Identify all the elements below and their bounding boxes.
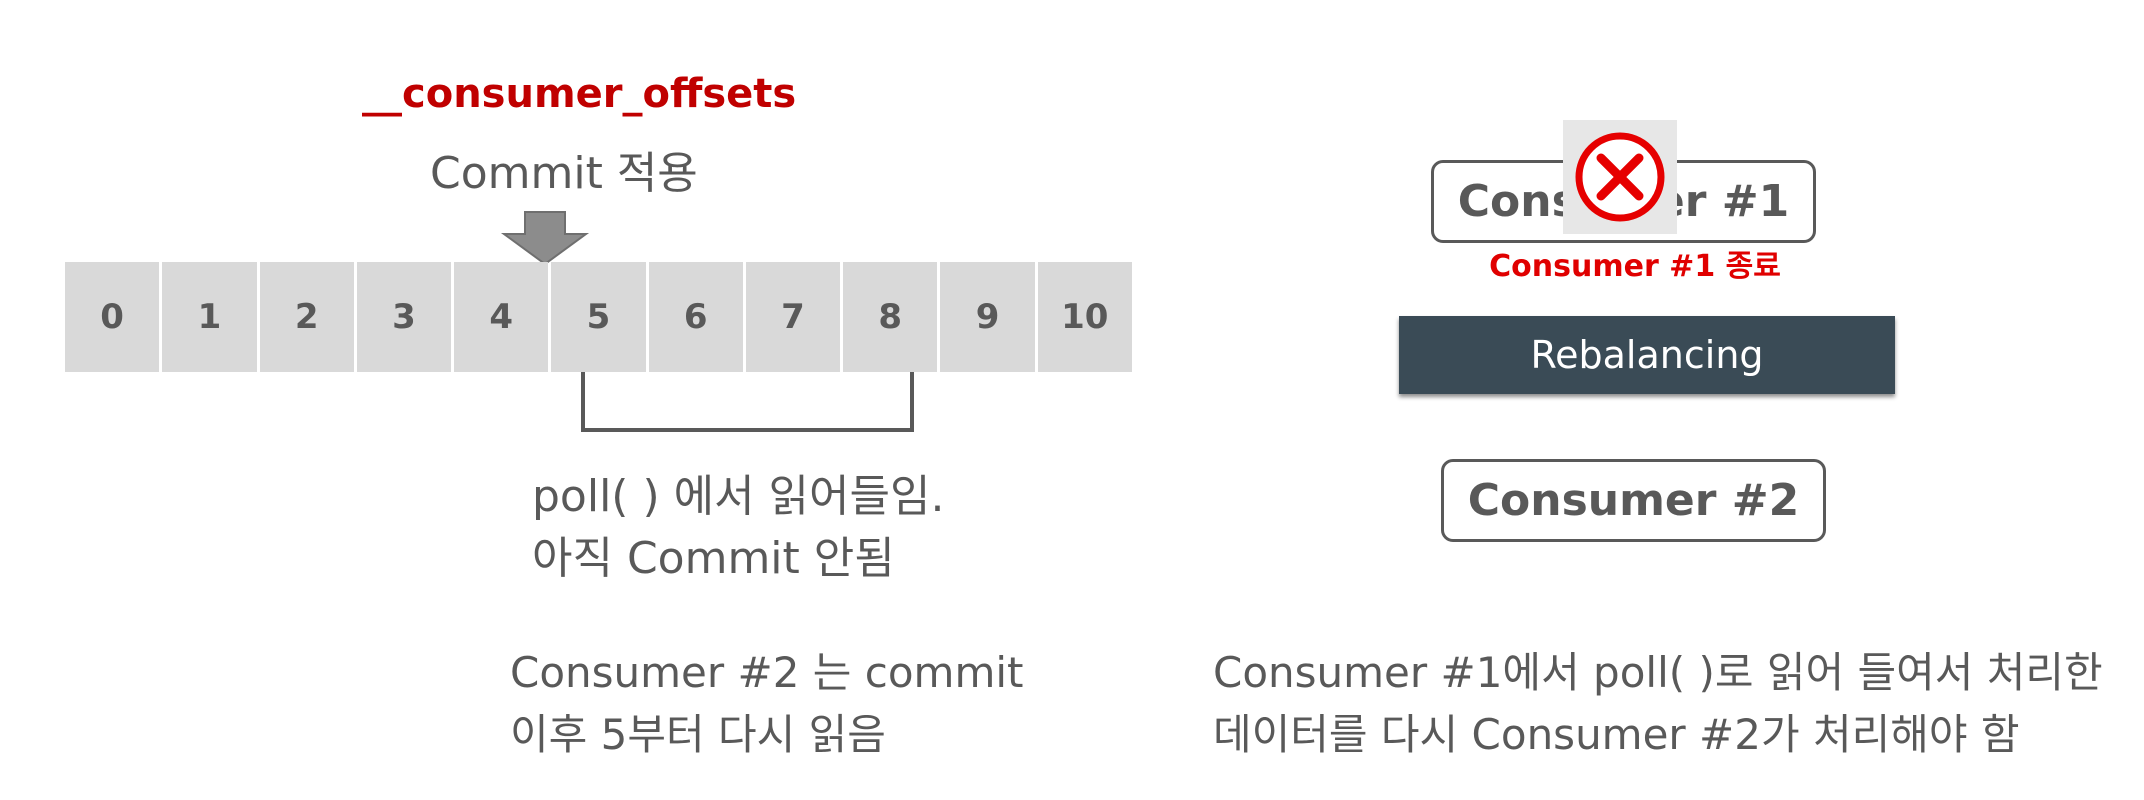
offset-cell: 6: [648, 262, 743, 372]
consumer2-resume-note: Consumer #2 는 commit 이후 5부터 다시 읽음: [510, 642, 1030, 766]
reprocess-note-line: Consumer #1에서 poll( )로 읽어 들여서 처리한: [1213, 648, 2103, 697]
poll-note-line: poll( ) 에서 읽어들임.: [532, 471, 945, 522]
commit-arrow-icon: [500, 211, 590, 266]
offsets-topic-title: __consumer_offsets: [362, 71, 797, 117]
poll-note: poll( ) 에서 읽어들임. 아직 Commit 안됨: [532, 466, 1052, 590]
offset-cell: 7: [745, 262, 841, 372]
consumer2-resume-line: 이후 5부터 다시 읽음: [510, 710, 886, 759]
commit-applied-label: Commit 적용: [430, 148, 698, 199]
offset-cell: 3: [356, 262, 452, 372]
reprocess-note-line: 데이터를 다시 Consumer #2가 처리해야 함: [1213, 710, 2020, 759]
consumer2-box: Consumer #2: [1441, 459, 1826, 542]
partition-offset-row: 0 1 2 3 4 5 6 7 8 9 10: [65, 262, 1132, 372]
polled-range-bracket: [581, 372, 914, 432]
reprocess-note: Consumer #1에서 poll( )로 읽어 들여서 처리한 데이터를 다…: [1213, 642, 2144, 766]
offset-cell: 0: [65, 262, 160, 372]
offset-cell: 5: [551, 262, 646, 372]
offset-cell: 9: [940, 262, 1035, 372]
rebalancing-banner: Rebalancing: [1399, 316, 1895, 394]
consumer2-resume-line: Consumer #2 는 commit: [510, 648, 1024, 697]
offset-cell: 4: [454, 262, 549, 372]
offset-cell: 1: [162, 262, 257, 372]
poll-note-line: 아직 Commit 안됨: [532, 533, 895, 584]
offset-cell: 8: [843, 262, 938, 372]
offset-cell: 2: [259, 262, 354, 372]
offset-cell: 10: [1037, 262, 1132, 372]
error-x-icon: [1563, 120, 1677, 234]
consumer1-terminated-label: Consumer #1 종료: [1489, 249, 1781, 284]
